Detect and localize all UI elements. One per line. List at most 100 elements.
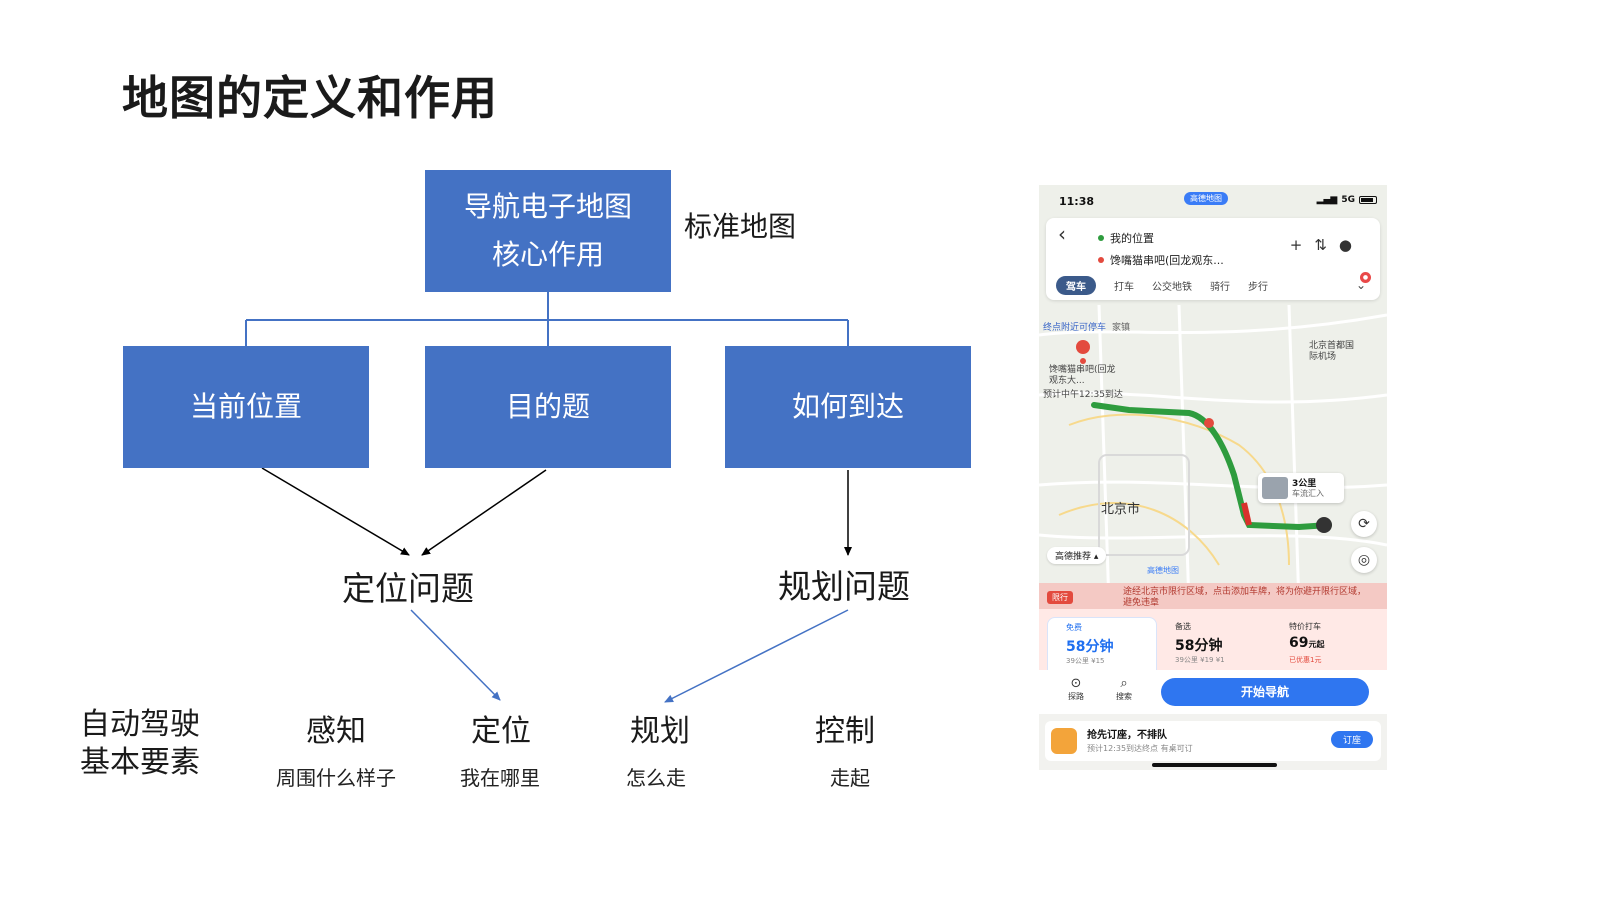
plan-1-label: 免费 xyxy=(1066,623,1082,632)
status-time: 11:38 xyxy=(1059,195,1095,208)
mode-transit[interactable]: 公交地铁 xyxy=(1152,282,1192,293)
plan-1-time: 58分钟 xyxy=(1066,639,1114,655)
autodrive-label: 自动驾驶 基本要素 xyxy=(80,706,210,782)
bottom-actions: ⊙探路 ⌕搜索 开始导航 xyxy=(1039,670,1387,714)
start-navigation-button[interactable]: 开始导航 xyxy=(1161,678,1369,706)
promo-icon xyxy=(1051,728,1077,754)
refresh-icon[interactable]: ⟳ xyxy=(1351,511,1377,537)
promo-sub: 预计12:35到达终点 有桌可订 xyxy=(1087,744,1193,753)
plan-3-price-unit: 元起 xyxy=(1308,640,1325,649)
recommend-dropdown[interactable]: 高德推荐 ▴ xyxy=(1047,547,1107,564)
chevron-down-icon[interactable]: ⌄ xyxy=(1355,278,1366,292)
signal-icon: ▂▄▆ xyxy=(1316,195,1338,205)
microphone-icon[interactable]: ● xyxy=(1338,236,1352,254)
map-roads xyxy=(1039,304,1387,605)
autodrive-label-line2: 基本要素 xyxy=(80,745,200,780)
mode-bike[interactable]: 骑行 xyxy=(1210,282,1230,293)
traffic-distance: 3公里 xyxy=(1292,479,1317,489)
box-destination: 目的题 xyxy=(425,346,671,468)
box-how-to-arrive: 如何到达 xyxy=(725,346,971,468)
swap-icon[interactable]: ⇅ xyxy=(1314,236,1327,254)
element-localization-desc: 我在哪里 xyxy=(460,766,540,790)
plan-3-price-value: 69 xyxy=(1289,635,1309,651)
restriction-banner[interactable]: 限行 途经北京市限行区域，点击添加车牌，将为你避开限行区域，避免违章 xyxy=(1039,583,1387,613)
promo-card[interactable]: 抢先订座，不排队 预计12:35到达终点 有桌可订 订座 xyxy=(1045,721,1381,761)
arrow-localization-to-location xyxy=(410,609,501,701)
destination-text: 馋嘴猫串吧(回龙观东... xyxy=(1110,254,1224,267)
destination-map-label: 馋嘴猫串吧(回龙观东大... xyxy=(1049,365,1116,386)
navigation-app-screenshot: 11:38 高德地图 ▂▄▆ 5G ‹ 我的位置 馋嘴猫串吧(回龙观东... +… xyxy=(1039,185,1387,770)
restriction-badge: 限行 xyxy=(1047,591,1073,604)
plan-3-label: 特价打车 xyxy=(1289,622,1321,631)
plan-2-label: 备选 xyxy=(1175,622,1191,631)
explore-button[interactable]: ⊙探路 xyxy=(1061,676,1091,702)
tree-connector xyxy=(245,292,849,346)
explore-icon: ⊙ xyxy=(1070,676,1082,691)
plan-3-price: 69元起 xyxy=(1289,635,1324,651)
route-plan-taxi[interactable]: 特价打车 69元起 已优惠1元 xyxy=(1271,617,1381,691)
destination-dot-icon xyxy=(1098,257,1104,263)
box-current-position-label: 当前位置 xyxy=(189,390,302,423)
element-planning: 规划 xyxy=(630,714,690,749)
notification-badge: ● xyxy=(1360,272,1371,283)
standard-map-label: 标准地图 xyxy=(684,210,797,243)
mode-drive[interactable]: 驾车 xyxy=(1056,276,1096,295)
city-map-label: 北京市 xyxy=(1101,502,1141,517)
plan-2-sub: 39公里 ¥19 ¥1 xyxy=(1175,656,1225,664)
recommend-label: 高德推荐 xyxy=(1055,552,1092,562)
traffic-note: 车流汇入 xyxy=(1292,489,1324,498)
route-card-actions: + ⇅ ● xyxy=(1290,236,1352,254)
root-box: 导航电子地图 核心作用 xyxy=(425,170,671,292)
back-icon[interactable]: ‹ xyxy=(1058,222,1066,246)
eta-map-label: 预计中午12:35到达 xyxy=(1043,390,1123,400)
airport-map-label: 北京首都国际机场 xyxy=(1309,341,1355,362)
battery-icon xyxy=(1359,196,1377,204)
destination-row[interactable]: 馋嘴猫串吧(回龙观东... xyxy=(1098,252,1224,268)
promo-title: 抢先订座，不排队 xyxy=(1087,730,1167,741)
page-title: 地图的定义和作用 xyxy=(122,71,498,125)
autodrive-label-line1: 自动驾驶 xyxy=(80,707,200,742)
add-waypoint-icon[interactable]: + xyxy=(1289,236,1303,254)
promo-book-button[interactable]: 订座 xyxy=(1330,731,1373,748)
element-control: 控制 xyxy=(815,714,875,749)
arrow-current-to-localization xyxy=(261,467,410,556)
plan-3-sub: 已优惠1元 xyxy=(1289,656,1322,664)
element-perception: 感知 xyxy=(306,714,366,749)
network-label: 5G xyxy=(1341,195,1355,205)
mode-taxi[interactable]: 打车 xyxy=(1114,282,1134,293)
plan-2-time: 58分钟 xyxy=(1175,638,1223,654)
restriction-message: 途经北京市限行区域，点击添加车牌，将为你避开限行区域，避免违章 xyxy=(1123,587,1367,608)
root-box-line2: 核心作用 xyxy=(491,238,604,271)
localization-problem: 定位问题 xyxy=(342,569,474,608)
element-control-desc: 走起 xyxy=(830,766,870,790)
element-localization: 定位 xyxy=(471,714,531,749)
root-box-line1: 导航电子地图 xyxy=(463,190,632,223)
traffic-event-card[interactable]: 3公里 车流汇入 xyxy=(1258,473,1344,503)
transport-modes: 驾车 打车 公交地铁 骑行 步行 xyxy=(1056,276,1268,295)
app-status-pill: 高德地图 xyxy=(1184,192,1228,205)
search-button[interactable]: ⌕搜索 xyxy=(1109,676,1139,702)
origin-text: 我的位置 xyxy=(1110,232,1154,245)
parking-hint[interactable]: 终点附近可停车家镇 xyxy=(1043,320,1130,333)
map-logo: 高德地图 xyxy=(1147,566,1179,575)
mode-walk[interactable]: 步行 xyxy=(1248,282,1268,293)
home-indicator xyxy=(1152,763,1277,767)
origin-dot-icon xyxy=(1098,235,1104,241)
parking-hint-text: 终点附近可停车 xyxy=(1043,323,1107,333)
box-destination-label: 目的题 xyxy=(505,390,590,423)
status-indicators: ▂▄▆ 5G xyxy=(1317,195,1377,205)
arrow-destination-to-localization xyxy=(421,469,547,556)
locate-icon[interactable]: ◎ xyxy=(1351,547,1377,573)
planning-problem: 规划问题 xyxy=(778,567,910,606)
box-how-to-arrive-label: 如何到达 xyxy=(791,390,904,423)
search-icon: ⌕ xyxy=(1120,676,1128,691)
route-plan-2[interactable]: 备选 58分钟 39公里 ¥19 ¥1 xyxy=(1157,617,1267,691)
element-perception-desc: 周围什么样子 xyxy=(276,766,396,790)
traffic-thumbnail xyxy=(1262,477,1288,499)
origin-row[interactable]: 我的位置 xyxy=(1098,230,1154,246)
map-view[interactable]: 11:38 高德地图 ▂▄▆ 5G ‹ 我的位置 馋嘴猫串吧(回龙观东... +… xyxy=(1039,185,1387,605)
box-current-position: 当前位置 xyxy=(123,346,369,468)
parking-extra: 家镇 xyxy=(1112,323,1131,333)
arrow-planning-to-plan xyxy=(664,609,849,703)
